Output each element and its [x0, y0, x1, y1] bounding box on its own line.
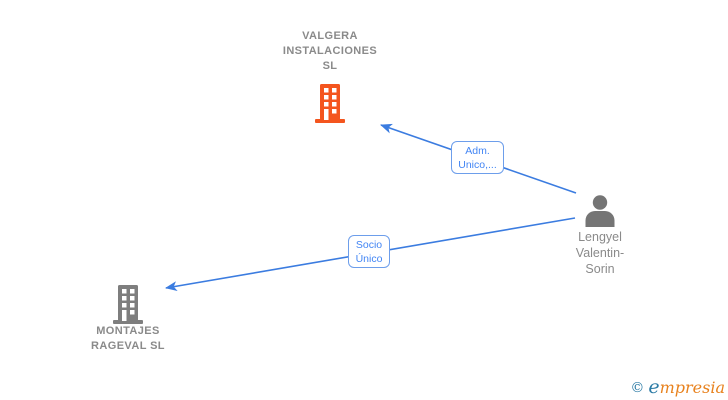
node-label-line: RAGEVAL SL	[91, 340, 165, 352]
edge-label-socio-unico[interactable]: Socio Único	[348, 235, 390, 268]
edge-label-line: Único	[355, 252, 383, 265]
node-label: MONTAJES RAGEVAL SL	[48, 324, 208, 354]
node-label-line: Valentin-	[575, 246, 625, 260]
edge-label-line: Socio	[355, 238, 383, 251]
node-label-line: SL	[322, 60, 338, 72]
node-label: VALGERA INSTALACIONES SL	[238, 29, 422, 74]
empresia-logo-e: e	[648, 376, 660, 398]
node-label: Lengyel Valentin- Sorin	[520, 229, 680, 277]
edge-label-adm-unico[interactable]: Adm. Unico,...	[451, 141, 504, 174]
node-label-line: Lengyel	[578, 230, 622, 244]
building-icon	[315, 84, 345, 123]
node-label-line: INSTALACIONES	[282, 45, 378, 57]
edge-label-line: Unico,...	[458, 158, 497, 171]
node-label-line: MONTAJES	[96, 325, 160, 337]
building-icon	[113, 285, 143, 324]
empresia-logo[interactable]: ©empresia	[630, 376, 725, 398]
person-icon	[585, 195, 615, 227]
copyright-icon: ©	[630, 380, 645, 396]
node-label-line: VALGERA	[302, 30, 358, 42]
node-label-line: Sorin	[585, 262, 615, 276]
empresia-logo-text: mpresia	[659, 378, 725, 397]
edge-label-line: Adm.	[465, 144, 490, 157]
